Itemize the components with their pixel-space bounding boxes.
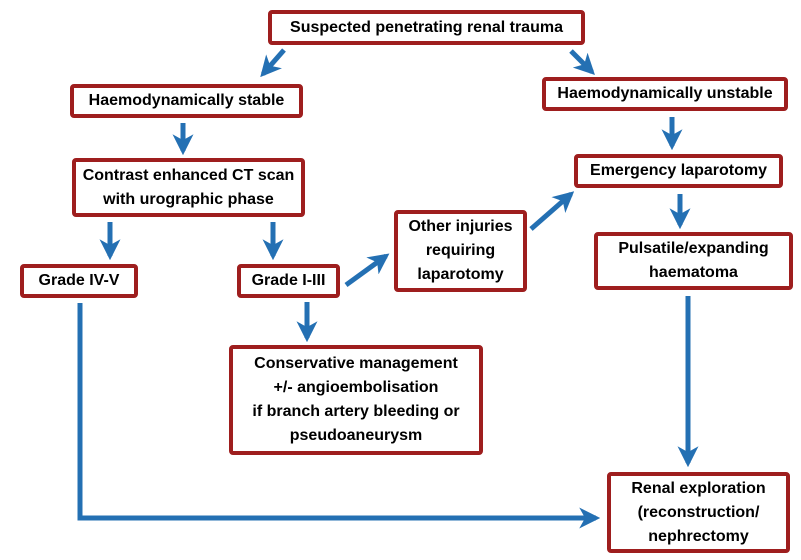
arrow-suspected-to-unstable [569,49,595,75]
node-suspected-penetrating-renal-trauma: Suspected penetrating renal trauma [268,10,585,45]
node-pulsatile-expanding-haematoma: Pulsatile/expanding haematoma [594,232,793,290]
node-grade-iv-v: Grade IV-V [20,264,138,298]
arrow-grade-i-iii-to-other [344,253,390,288]
node-contrast-ct-scan: Contrast enhanced CT scan with urographi… [72,158,305,217]
node-emergency-laparotomy: Emergency laparotomy [574,154,783,188]
node-other-injuries-requiring-laparotomy: Other injuries requiring laparotomy [394,210,527,292]
node-grade-i-iii: Grade I-III [237,264,340,298]
node-haemodynamically-stable: Haemodynamically stable [70,84,303,118]
arrow-other-to-emergency [529,191,575,231]
node-conservative-management: Conservative management +/- angioembolis… [229,345,483,455]
node-haemodynamically-unstable: Haemodynamically unstable [542,77,788,111]
arrow-suspected-to-stable [260,48,286,78]
node-renal-exploration: Renal exploration (reconstruction/ nephr… [607,472,790,553]
